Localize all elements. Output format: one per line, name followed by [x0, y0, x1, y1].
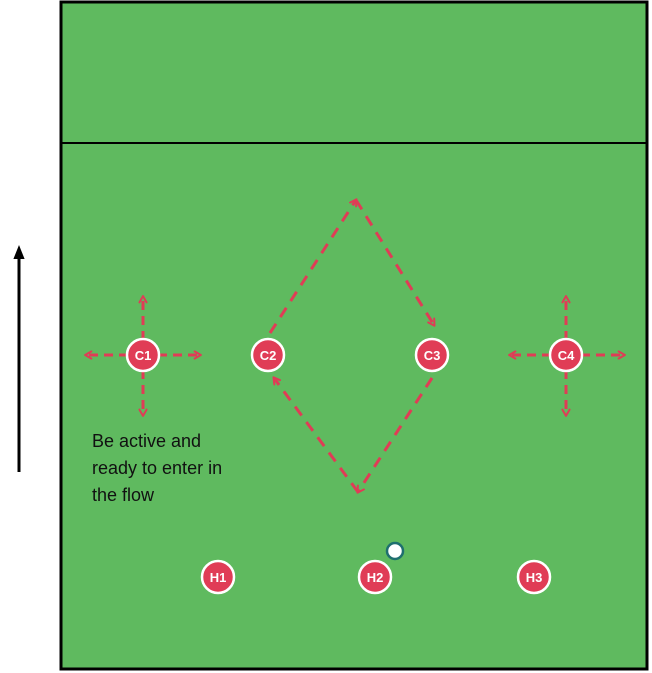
- caption-note: Be active and ready to enter in the flow: [92, 428, 272, 509]
- player-label: C2: [260, 348, 277, 363]
- player-label: H2: [367, 570, 384, 585]
- player-c2: C2: [250, 337, 286, 373]
- player-label: H3: [526, 570, 543, 585]
- player-c1: C1: [125, 337, 161, 373]
- player-label: C1: [135, 348, 152, 363]
- player-h2: H2: [357, 559, 393, 595]
- caption-line-1: Be active and: [92, 431, 202, 451]
- cross-arrows-c4: [510, 297, 624, 415]
- player-h1: H1: [200, 559, 236, 595]
- player-label: C3: [424, 348, 441, 363]
- caption-line-2: ready to enter in: [92, 458, 223, 478]
- cut-arrow-c3-down: [358, 377, 434, 492]
- cut-arrow-c2-up: [268, 200, 356, 334]
- player-h3: H3: [516, 559, 552, 595]
- player-c4: C4: [548, 337, 584, 373]
- player-label: C4: [558, 348, 575, 363]
- cut-arrow-bottom-c2: [274, 378, 360, 493]
- cut-arrows: [268, 199, 434, 493]
- cut-arrow-top-c3: [354, 199, 434, 325]
- cross-arrows-c1: [86, 297, 200, 415]
- player-c3: C3: [414, 337, 450, 373]
- caption-line-3: the flow: [92, 485, 155, 505]
- disc-icon: [385, 541, 405, 561]
- player-label: H1: [210, 570, 227, 585]
- field: [59, 0, 649, 671]
